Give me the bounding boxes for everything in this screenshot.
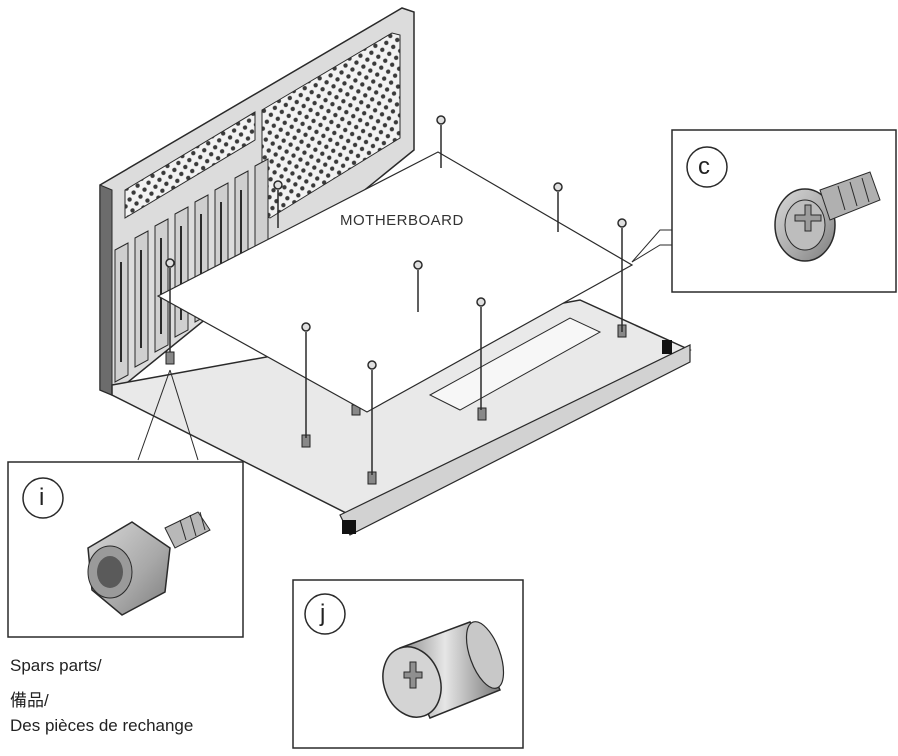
callout-j-letter: j: [320, 600, 326, 627]
screw-set: [165, 115, 627, 475]
callout-i-box: [7, 461, 244, 638]
callout-c-letter: c: [698, 153, 710, 180]
chassis-tray: [111, 299, 692, 536]
callout-j-box: [292, 579, 524, 749]
callout-leaders: [137, 229, 672, 461]
callout-c-box: [671, 129, 897, 293]
motherboard-label: MOTHERBOARD: [340, 212, 464, 229]
spare-parts-ja: 備品/: [10, 691, 49, 710]
motherboard-board: [156, 151, 634, 413]
callout-i-letter: i: [39, 484, 45, 511]
spare-parts-fr: Des pièces de rechange: [10, 716, 194, 735]
screw-icon: [774, 171, 881, 262]
standoff-icon: [87, 511, 211, 616]
pin-icon: [382, 621, 505, 719]
spare-parts-en: Spars parts/: [10, 656, 102, 675]
